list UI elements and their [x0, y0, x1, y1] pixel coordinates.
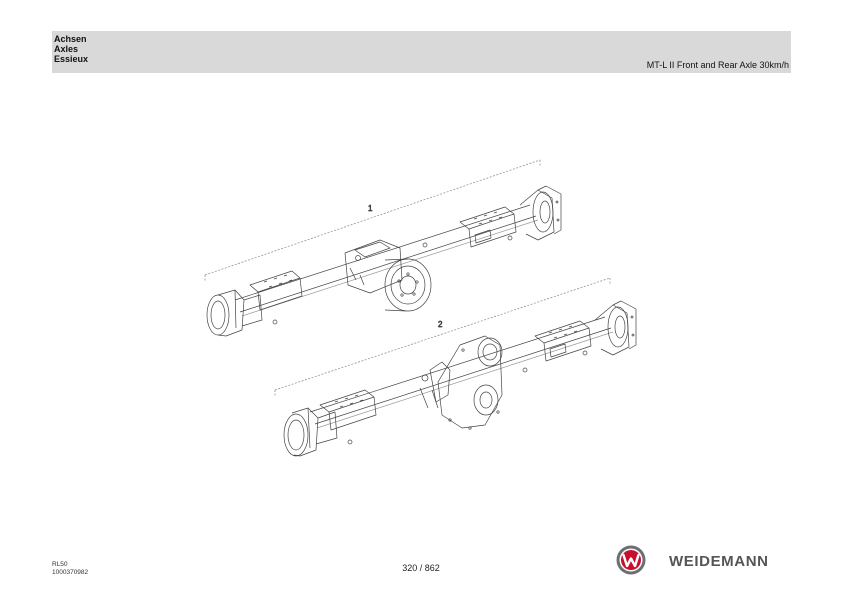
callout-2: 2	[438, 320, 443, 329]
part-number: 1000370982	[52, 568, 89, 576]
brand-name: WEIDEMANN	[669, 553, 769, 570]
title-french: Essieux	[54, 54, 89, 64]
axle-drawing: 1	[180, 150, 660, 490]
rear-axle	[275, 278, 636, 456]
title-german: Achsen	[54, 34, 87, 44]
weidemann-logo-icon	[616, 545, 646, 575]
axle-illustration: 1	[180, 150, 660, 490]
header-subtitle: MT-L II Front and Rear Axle 30km/h	[646, 60, 789, 70]
page-header: Achsen Axles Essieux MT-L II Front and R…	[52, 31, 791, 73]
callout-1: 1	[368, 204, 373, 213]
footer-document-info: RL50 1000370982	[52, 561, 88, 576]
model-code: RL50	[52, 561, 68, 568]
page-number: 320 / 862	[402, 563, 440, 573]
front-axle	[205, 160, 561, 336]
header-titles: Achsen Axles Essieux	[54, 34, 88, 64]
title-english: Axles	[54, 44, 79, 54]
